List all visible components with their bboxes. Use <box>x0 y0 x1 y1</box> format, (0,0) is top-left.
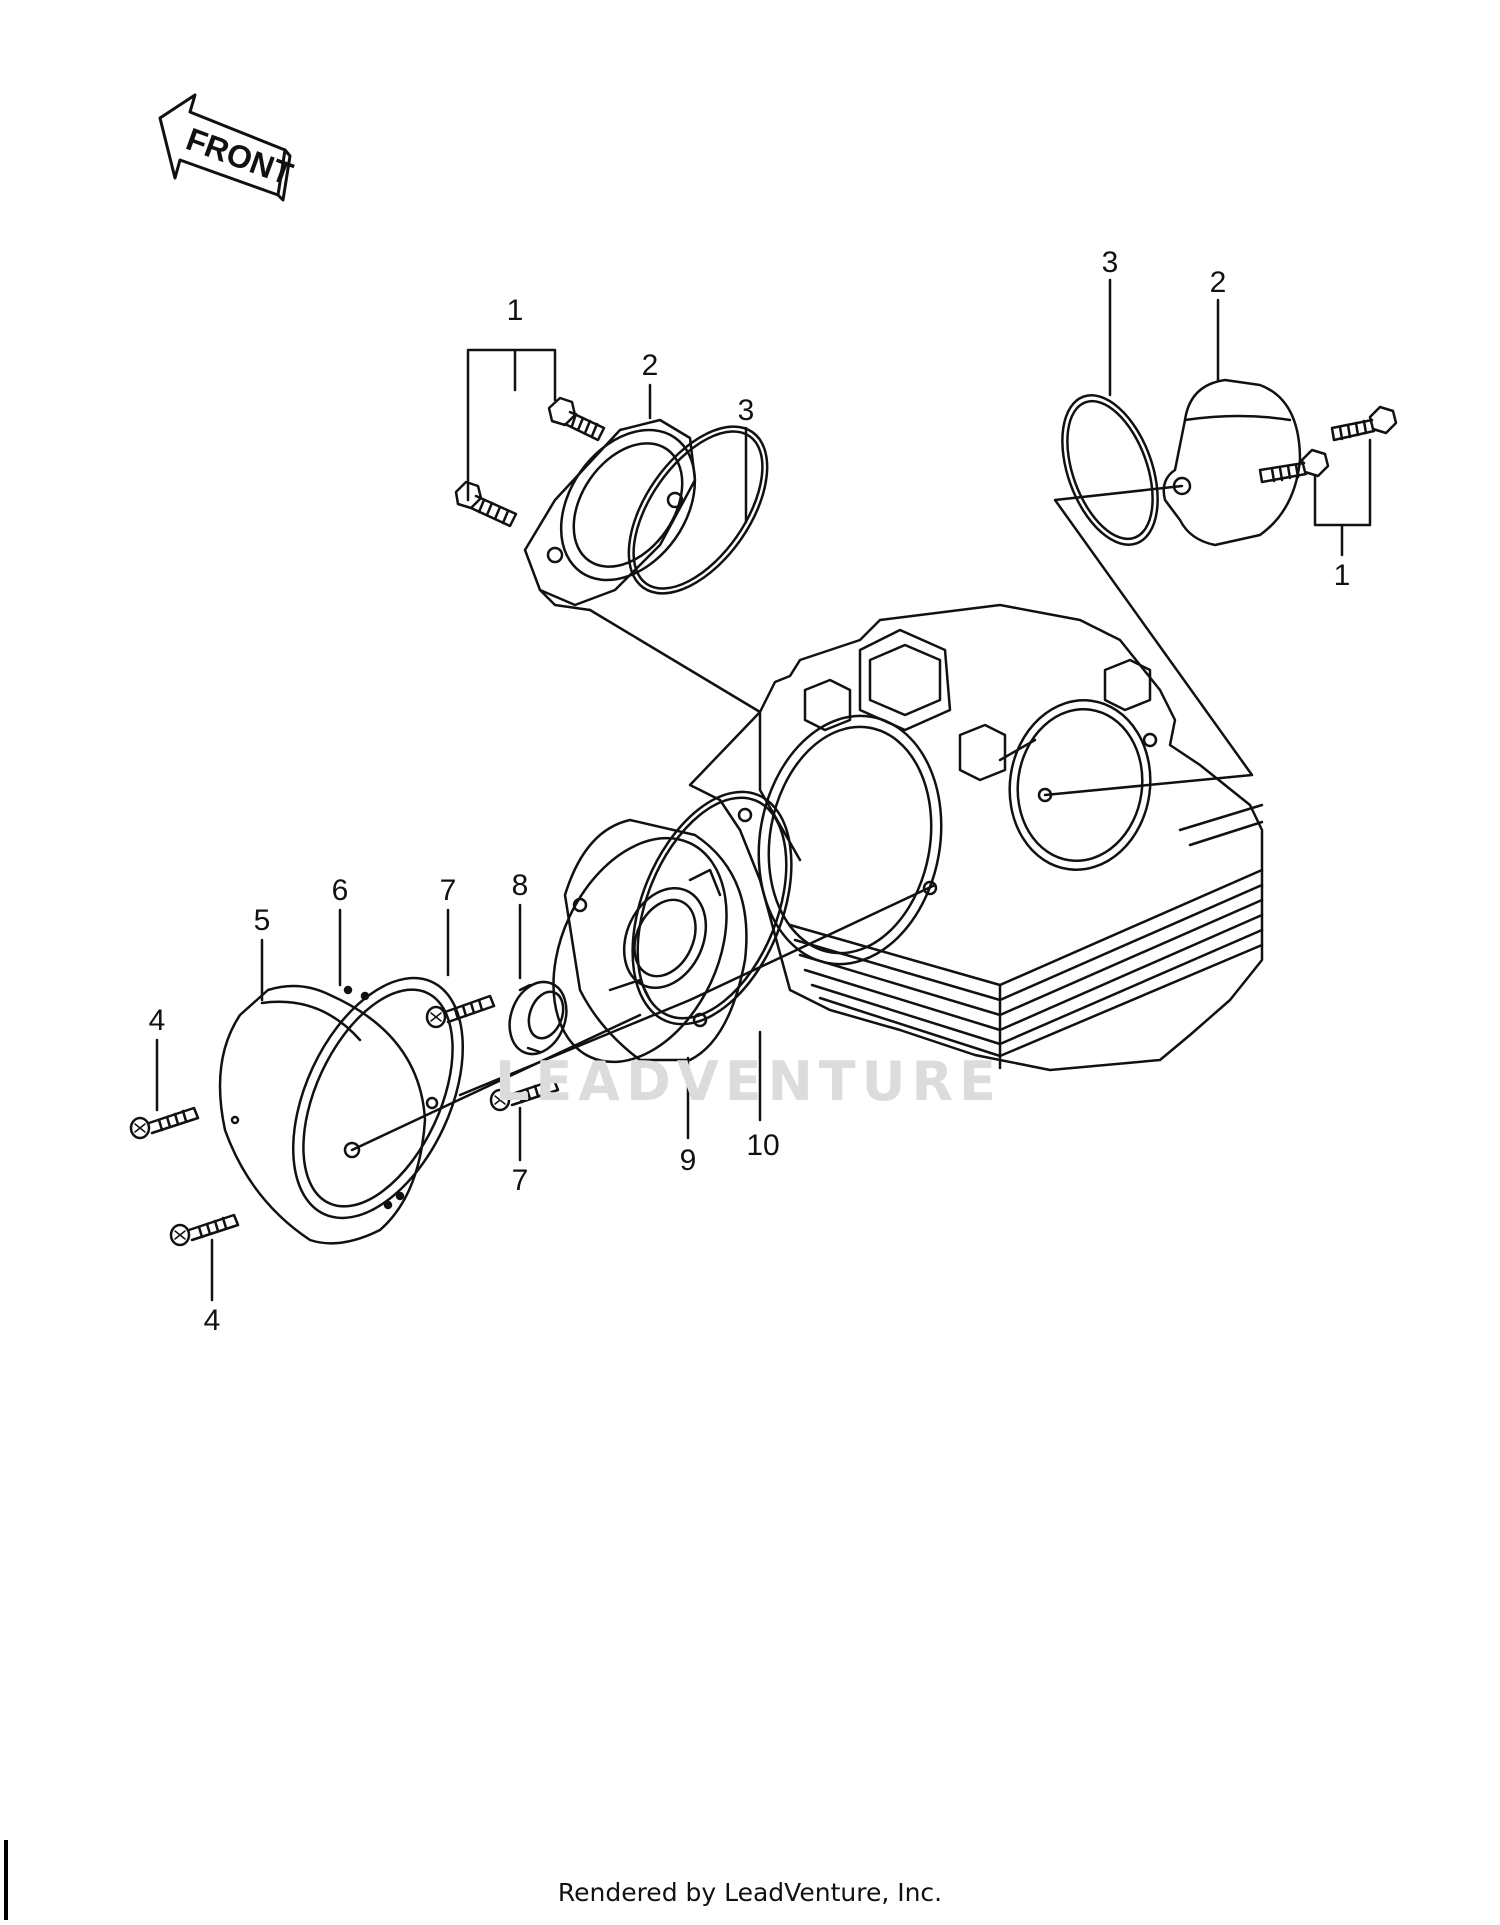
o-ring-right <box>1061 394 1159 546</box>
assembly-line-left <box>588 608 762 714</box>
leader-lines-left <box>155 903 762 1302</box>
callout-2-right: 2 <box>1210 266 1227 299</box>
callout-9: 9 <box>680 1144 697 1177</box>
callout-4-lower: 4 <box>204 1304 221 1337</box>
callout-3-right: 3 <box>1102 246 1119 279</box>
screw-4-lower <box>169 1213 240 1247</box>
callout-10: 10 <box>746 1129 779 1162</box>
edge-mark <box>4 1840 8 1920</box>
callout-8: 8 <box>512 869 529 902</box>
o-ring-left <box>627 425 769 595</box>
cover-right <box>1162 378 1302 547</box>
callout-2-top: 2 <box>642 349 659 382</box>
bolt-right-upper <box>1330 405 1398 442</box>
bolt-right-lower <box>1258 448 1330 484</box>
bolt-left-upper <box>547 396 606 442</box>
footer-credit: Rendered by LeadVenture, Inc. <box>557 1878 943 1907</box>
bracket-1-right <box>1313 438 1372 557</box>
cooling-fins <box>788 803 1264 1070</box>
o-ring-10 <box>631 790 793 1026</box>
cylinder-head <box>688 603 1264 1072</box>
bolt-left-lower <box>454 480 518 528</box>
callout-1-top: 1 <box>507 294 524 327</box>
cover-5 <box>218 984 427 1245</box>
callout-5: 5 <box>254 904 271 937</box>
callout-7-lower: 7 <box>512 1164 529 1197</box>
screw-7-lower <box>489 1078 560 1112</box>
callout-7-upper: 7 <box>440 874 457 907</box>
front-arrow-icon: FRONT <box>158 93 298 202</box>
assembly-lines-right <box>1043 484 1254 797</box>
oil-seal-8 <box>508 980 568 1056</box>
intake-cover-left <box>523 418 697 612</box>
screw-4-upper <box>129 1106 200 1140</box>
housing-9 <box>552 818 748 1064</box>
callout-3-top: 3 <box>738 394 755 427</box>
watermark: LEADVENTURE <box>495 1050 1002 1113</box>
callout-6: 6 <box>332 874 349 907</box>
callouts: 1 2 3 3 2 1 5 6 7 8 4 7 9 10 4 <box>149 246 1351 1337</box>
callout-4-upper: 4 <box>149 1004 166 1037</box>
screw-7-upper <box>425 994 496 1029</box>
gasket-6 <box>291 976 465 1220</box>
assembly-lines-left <box>350 883 937 1152</box>
bracket-1-top <box>466 348 557 502</box>
callout-1-right: 1 <box>1334 559 1351 592</box>
